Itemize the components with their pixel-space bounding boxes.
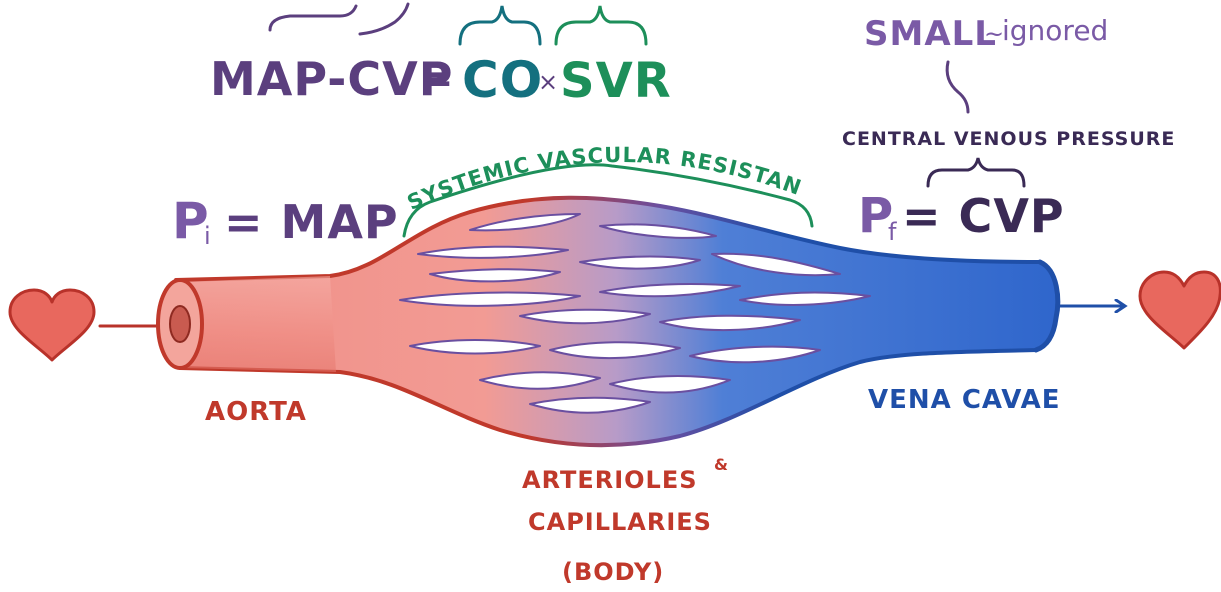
equation-co: CO bbox=[462, 51, 543, 109]
left-heart-icon bbox=[10, 290, 94, 360]
note-ignored: ignored bbox=[1002, 14, 1108, 47]
svr-brace bbox=[556, 6, 646, 44]
aorta-label: AORTA bbox=[205, 397, 307, 427]
svr-label: SYSTEMIC VASCULAR RESISTANCE bbox=[0, 0, 805, 215]
cvp-full-label: CENTRAL VENOUS PRESSURE bbox=[842, 128, 1175, 150]
note-small: SMALL bbox=[864, 14, 997, 54]
body-label: (BODY) bbox=[562, 558, 664, 586]
equation-times: × bbox=[538, 68, 558, 96]
vena-cavae-label: VENA CAVAE bbox=[868, 385, 1061, 415]
aorta-lumen bbox=[170, 306, 190, 342]
pf-equals-cvp: = CVP bbox=[902, 189, 1065, 243]
pf-subscript: f bbox=[888, 218, 897, 246]
right-heart-icon bbox=[1140, 272, 1220, 348]
co-brace bbox=[460, 6, 540, 44]
arterioles-label: ARTERIOLES bbox=[522, 466, 698, 494]
pi-subscript: i bbox=[204, 222, 211, 250]
note-connector-line bbox=[947, 62, 968, 112]
ampersand-label: & bbox=[714, 455, 729, 474]
equation-lhs: MAP-CVP bbox=[210, 52, 453, 106]
cvp-brace bbox=[928, 158, 1024, 186]
pi-equals-map: = MAP bbox=[224, 195, 399, 249]
capillaries-label: CAPILLARIES bbox=[528, 508, 712, 536]
equation-equals: = bbox=[420, 56, 455, 102]
top-brace-2 bbox=[360, 4, 408, 34]
equation-svr: SVR bbox=[560, 53, 672, 109]
top-brace-1 bbox=[270, 6, 356, 30]
